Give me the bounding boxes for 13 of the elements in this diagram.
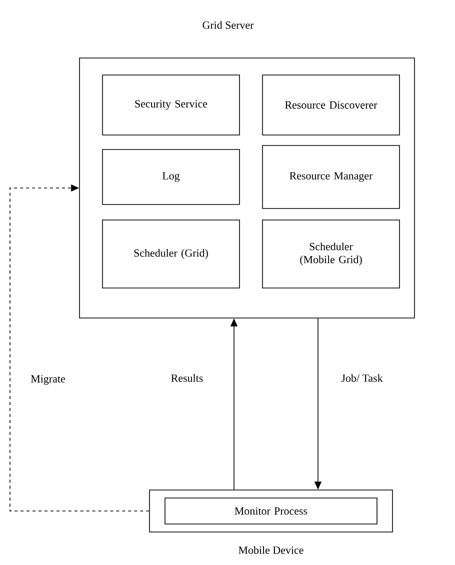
process-box: Monitor Process [164, 498, 378, 524]
edge-label: Results [170, 373, 204, 383]
process-box: Log [102, 149, 240, 205]
arrow [10, 184, 150, 512]
process-box: Resource Manager [262, 145, 400, 209]
edge-label: Migrate [30, 374, 66, 386]
node-label: Grid Server [202, 21, 254, 29]
process-box: Security Service [102, 74, 240, 136]
process-box: Scheduler (Grid) [102, 220, 240, 288]
process-box: Scheduler (Mobile Grid) [262, 220, 400, 288]
node-label: Mobile Device [238, 546, 304, 554]
edge-label: Job/ Task [340, 373, 384, 383]
process-box: Resource Discoverer [262, 74, 400, 136]
